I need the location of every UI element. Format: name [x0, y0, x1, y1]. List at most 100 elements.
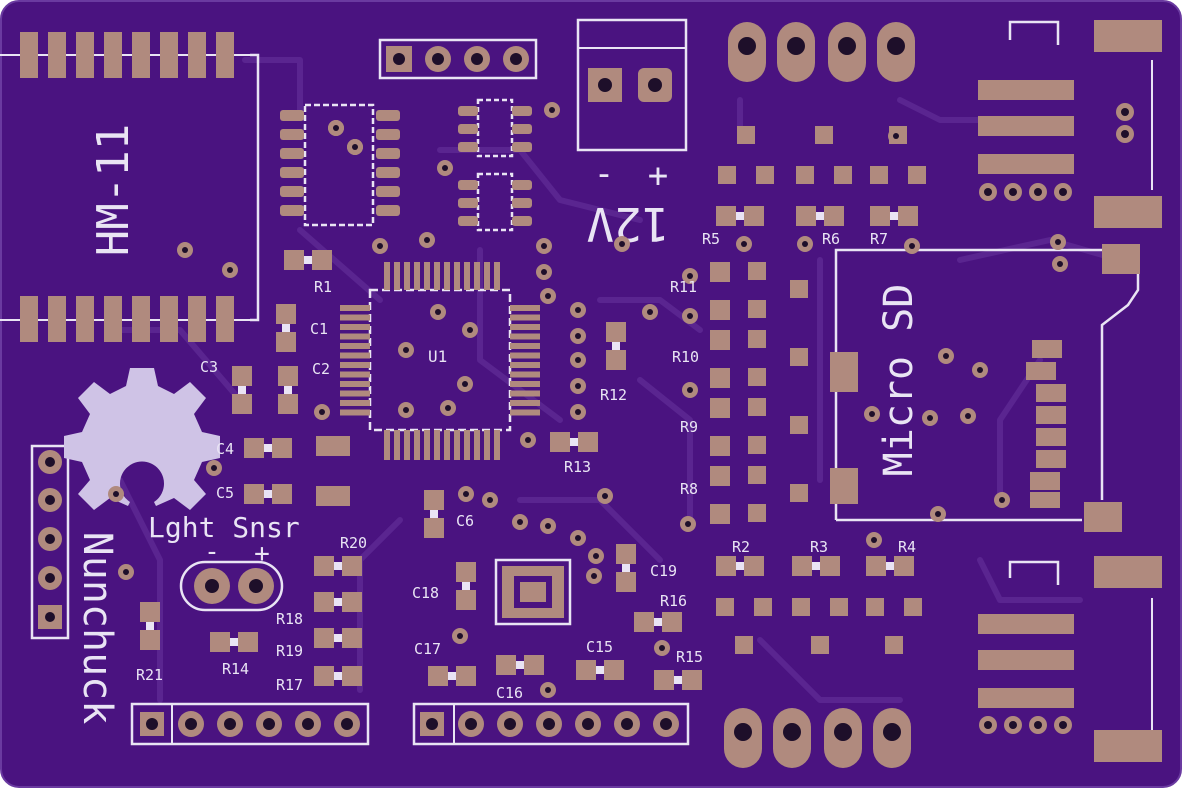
- designator-r17: R17: [276, 676, 303, 694]
- smd-pad: [424, 518, 444, 538]
- via-hole: [462, 381, 468, 387]
- smd-body: [264, 444, 272, 452]
- right-connector-bottom: [978, 556, 1162, 762]
- qfp-pin: [474, 430, 480, 460]
- smd-body: [674, 676, 682, 684]
- passive-components: [140, 126, 926, 690]
- smd-pad: [316, 486, 350, 506]
- qfp-pin: [484, 262, 490, 290]
- via-hole: [575, 535, 581, 541]
- qfp-pin: [384, 262, 390, 290]
- drill-hole: [783, 723, 801, 741]
- designator-r1: R1: [314, 278, 332, 296]
- smd-pad: [710, 262, 730, 282]
- via-hole: [403, 347, 409, 353]
- via-hole: [377, 243, 383, 249]
- smd-body: [736, 562, 744, 570]
- via-hole: [403, 407, 409, 413]
- via-hole: [463, 491, 469, 497]
- qfp-pin: [414, 430, 420, 460]
- via-hole: [123, 569, 129, 575]
- top-header-4pin: [386, 46, 529, 72]
- smd-pad: [792, 598, 810, 616]
- smd-body: [886, 562, 894, 570]
- smd-pad: [496, 655, 516, 675]
- designator-r7: R7: [870, 230, 888, 248]
- smd-pad: [232, 394, 252, 414]
- via-hole: [935, 511, 941, 517]
- smd-pad: [716, 598, 734, 616]
- drill-hole: [185, 718, 197, 730]
- ic-pin: [458, 142, 478, 152]
- hm11-pad: [20, 32, 38, 78]
- smd-pad: [272, 438, 292, 458]
- via-hole: [541, 269, 547, 275]
- smd-pad: [748, 368, 766, 386]
- designator-c3: C3: [200, 358, 218, 376]
- smd-pad: [278, 366, 298, 386]
- smd-pad: [820, 556, 840, 576]
- smd-pad: [718, 166, 736, 184]
- via-hole: [545, 293, 551, 299]
- designator-r6: R6: [822, 230, 840, 248]
- hm11-pad: [76, 32, 94, 78]
- smd-pad: [710, 330, 730, 350]
- via-hole: [442, 165, 448, 171]
- designator-r3: R3: [810, 538, 828, 556]
- qfp-pin: [404, 262, 410, 290]
- smd-pad: [830, 598, 848, 616]
- u1-label: U1: [428, 347, 447, 366]
- drill-hole: [504, 718, 516, 730]
- via-hole: [541, 243, 547, 249]
- designator-r18: R18: [276, 610, 303, 628]
- soic8-ics: [458, 106, 532, 226]
- drill-hole: [302, 718, 314, 730]
- hm11-pad: [216, 296, 234, 342]
- qfp-pin: [340, 381, 370, 387]
- qfp-pin: [340, 409, 370, 416]
- smd-pad: [272, 484, 292, 504]
- smd-body: [448, 672, 456, 680]
- designator-c17: C17: [414, 640, 441, 658]
- micro-sd-label: Micro SD: [876, 284, 922, 477]
- smd-pad: [606, 350, 626, 370]
- smd-body: [516, 661, 524, 669]
- qfp-pin: [510, 333, 540, 340]
- hm11-pad: [48, 296, 66, 342]
- smd-pad: [244, 484, 264, 504]
- smd-pad: [456, 562, 476, 582]
- smd-pad: [870, 206, 890, 226]
- smd-pad: [754, 598, 772, 616]
- via-hole: [319, 409, 325, 415]
- ic-pin: [376, 186, 400, 197]
- smd-pad: [744, 206, 764, 226]
- via-hole: [113, 491, 119, 497]
- micro-sd-slot: [830, 244, 1140, 532]
- via-hole: [977, 367, 983, 373]
- designator-c15: C15: [586, 638, 613, 656]
- hm11-pad: [216, 32, 234, 78]
- smd-body: [334, 598, 342, 606]
- smd-pad: [748, 398, 766, 416]
- qfp-pin: [494, 262, 500, 290]
- smd-pad: [314, 556, 334, 576]
- ic-pin: [376, 205, 400, 216]
- hm11-bottom-pads: [20, 296, 234, 342]
- qfp-pin: [464, 262, 470, 290]
- qfp-pin: [454, 430, 460, 460]
- qfp-pin: [394, 262, 400, 290]
- qfp-pin: [404, 430, 410, 460]
- smd-pad: [314, 666, 334, 686]
- designator-c16: C16: [496, 684, 523, 702]
- smd-pad: [342, 666, 362, 686]
- qfp-pin: [454, 262, 460, 290]
- qfp-pin: [444, 262, 450, 290]
- smd-pad: [284, 250, 304, 270]
- hm11-pad: [188, 296, 206, 342]
- smd-pad: [756, 166, 774, 184]
- light-sensor-label: Lght Snsr: [148, 511, 300, 544]
- smd-pad: [792, 556, 812, 576]
- smd-pad: [276, 304, 296, 324]
- ic-pin: [512, 216, 532, 226]
- ic-pin: [280, 186, 304, 197]
